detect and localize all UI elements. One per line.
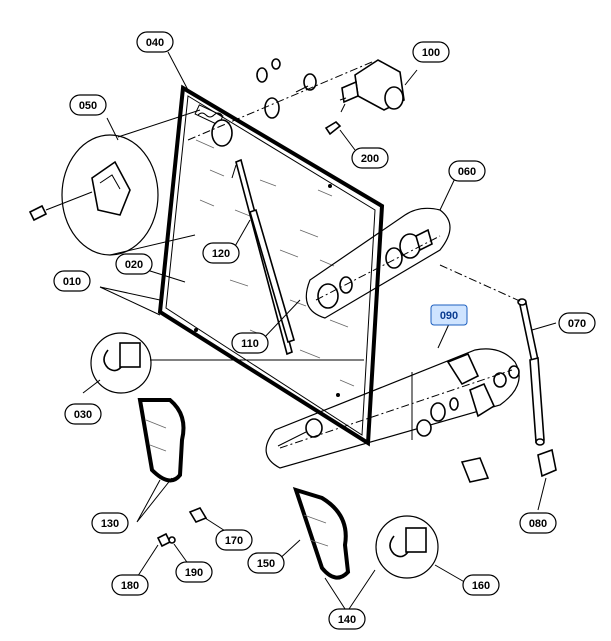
callout-080[interactable]: 080 (519, 512, 557, 534)
callout-number: 120 (212, 248, 230, 260)
callout-number: 150 (257, 558, 275, 570)
callout-number: 060 (458, 166, 476, 178)
callout-180[interactable]: 180 (111, 574, 149, 596)
bubble-090-latch-detail (265, 348, 520, 469)
callout-bubble (53, 270, 91, 292)
wiper-arm (231, 158, 295, 356)
callout-bubble (115, 253, 153, 275)
callout-number: 200 (361, 153, 379, 165)
callout-bubble (328, 608, 366, 630)
callout-number: 080 (529, 518, 547, 530)
callout-170[interactable]: 170 (215, 529, 253, 551)
callout-bubble (462, 574, 500, 596)
callout-number: 100 (422, 47, 440, 59)
side-glass-130 (137, 398, 186, 483)
callout-020[interactable]: 020 (115, 253, 153, 275)
top-axis-line (187, 61, 373, 141)
callout-bubble (412, 41, 450, 63)
callout-bubble (448, 160, 486, 182)
strut-axis-line (439, 264, 523, 303)
bubble-030-seal-detail (90, 332, 364, 394)
latch-pad (460, 457, 490, 483)
callout-number: 130 (101, 518, 119, 530)
callout-150[interactable]: 150 (247, 552, 285, 574)
callout-190[interactable]: 190 (175, 561, 213, 583)
callout-number: 020 (125, 259, 143, 271)
callout-200[interactable]: 200 (351, 147, 389, 169)
callout-030[interactable]: 030 (64, 403, 102, 425)
callout-number: 170 (225, 535, 243, 547)
callout-090[interactable]: 090 (430, 304, 468, 326)
callout-bubble (215, 529, 253, 551)
bubble-160-seal-detail (375, 515, 439, 579)
strut-bracket (537, 448, 557, 478)
motor-bolt (324, 120, 342, 136)
callout-bubble (111, 574, 149, 596)
callout-bubble (558, 312, 596, 334)
wiper-motor (339, 59, 405, 113)
side-glass-150 (292, 486, 351, 580)
callout-130[interactable]: 130 (91, 512, 129, 534)
callout-160[interactable]: 160 (462, 574, 500, 596)
callout-number: 090 (440, 310, 458, 322)
callout-number: 040 (146, 37, 164, 49)
callout-bubble (351, 147, 389, 169)
callout-number: 180 (121, 580, 139, 592)
callout-040[interactable]: 040 (136, 31, 174, 53)
top-washers (211, 58, 317, 147)
callout-number: 140 (338, 614, 356, 626)
callout-140[interactable]: 140 (328, 608, 366, 630)
callout-bubble (202, 242, 240, 264)
bubble-060-pivot-detail (305, 207, 451, 319)
gas-strut (517, 298, 545, 446)
callout-number: 190 (185, 567, 203, 579)
screw-180 (156, 532, 176, 548)
callout-bubble (136, 31, 174, 53)
callout-bubble (430, 304, 468, 326)
bubble-050-hinge-detail (61, 109, 201, 256)
callout-number: 070 (568, 318, 586, 330)
callout-bubble (247, 552, 285, 574)
callout-060[interactable]: 060 (448, 160, 486, 182)
callout-labels: 010 020 030 040 050 060 070 080 090 100 110 120 130 1… (53, 31, 596, 630)
hinge-bolt (28, 191, 93, 222)
clip-170 (188, 507, 208, 523)
callout-number: 010 (63, 276, 81, 288)
callout-120[interactable]: 120 (202, 242, 240, 264)
leader-lines (82, 51, 557, 613)
callout-bubble (69, 94, 107, 116)
callout-bubble (64, 403, 102, 425)
callout-bubble (231, 332, 269, 354)
callout-number: 030 (74, 409, 92, 421)
callout-number: 110 (241, 338, 259, 350)
callout-010[interactable]: 010 (53, 270, 91, 292)
callout-050[interactable]: 050 (69, 94, 107, 116)
callout-number: 160 (472, 580, 490, 592)
callout-bubble (91, 512, 129, 534)
callout-100[interactable]: 100 (412, 41, 450, 63)
callout-number: 050 (79, 100, 97, 112)
callout-110[interactable]: 110 (231, 332, 269, 354)
callout-bubble (519, 512, 557, 534)
callout-070[interactable]: 070 (558, 312, 596, 334)
callout-bubble (175, 561, 213, 583)
